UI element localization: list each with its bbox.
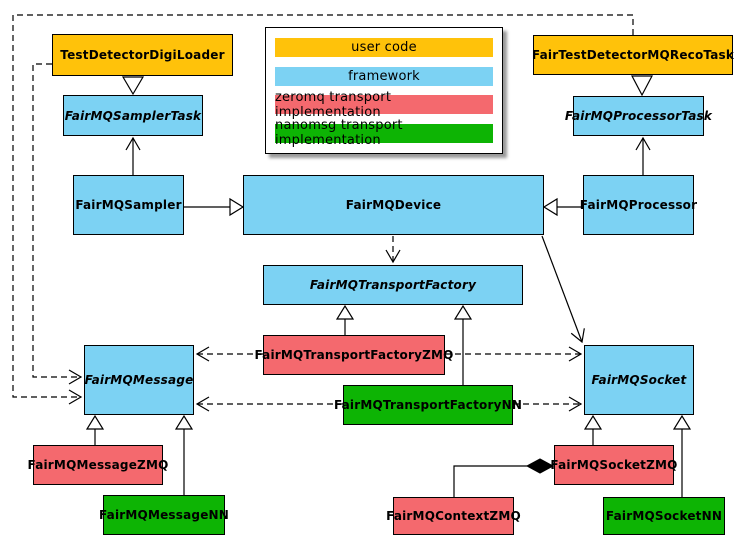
node-label: FairMQTransportFactory [309,278,477,292]
edge-digiloader-samplertask [121,76,145,96]
node-label: FairMQTransportFactoryZMQ [254,348,454,362]
edge-socketnn-socket [672,414,692,497]
node-fairmq-sampler: FairMQSampler [73,175,184,235]
edge-contextzmq-socketzmq-composition [453,458,555,497]
node-label: FairMQSocketZMQ [550,458,678,472]
node-label: FairMQProcessor [579,198,698,212]
node-label: FairMQMessageZMQ [27,458,169,472]
node-label: TestDetectorDigiLoader [60,48,225,62]
node-fairmq-sampler-task: FairMQSamplerTask [63,95,203,136]
edge-messagezmq-message [85,414,105,445]
node-label: FairMQSamplerTask [64,108,202,123]
node-fairmq-processor: FairMQProcessor [579,175,698,235]
node-fairmq-context-zmq: FairMQContextZMQ [386,497,521,535]
node-fairmq-message-zmq: FairMQMessageZMQ [28,445,168,485]
node-fairmq-device: FairMQDevice [243,175,544,235]
edge-device-socket [541,235,585,344]
legend-item-user-code: user code [275,38,493,57]
legend-item-nanomsg: nanomsg transport implementation [275,118,493,148]
legend-label: nanomsg transport implementation [275,118,403,149]
legend-item-zeromq: zeromq transport implementation [275,90,493,120]
legend: user code framework zeromq transport imp… [265,27,503,154]
edge-processor-device [542,197,583,217]
node-fairmq-message: FairMQMessage [84,345,194,415]
node-fair-test-detector-mq-reco-task: FairTestDetectorMQRecoTask [531,35,735,75]
node-label: FairMQMessage [84,373,194,387]
node-label: FairMQProcessorTask [564,109,713,123]
legend-label: framework [348,68,420,84]
node-fairmq-message-nn: FairMQMessageNN [99,495,229,535]
edge-sampler-device [184,197,245,217]
node-fairmq-transport-factory: FairMQTransportFactory [263,265,523,305]
edge-messagenn-message [174,414,194,495]
legend-label: user code [351,40,417,55]
node-label: FairMQSampler [75,198,182,212]
legend-item-framework: framework [275,66,493,86]
node-fairmq-transport-factory-nn: FairMQTransportFactoryNN [334,385,522,425]
node-label: FairMQTransportFactoryNN [333,398,523,412]
edge-socketzmq-socket [583,414,603,445]
node-label: FairMQSocket [591,373,687,387]
node-label: FairMQDevice [345,198,442,212]
node-label: FairMQContextZMQ [386,509,521,523]
node-label: FairTestDetectorMQRecoTask [531,48,735,62]
node-fairmq-processor-task: FairMQProcessorTask [565,96,712,136]
edge-factorynn-factory [453,304,473,385]
node-label: FairMQMessageNN [98,508,230,522]
node-test-detector-digi-loader: TestDetectorDigiLoader [52,34,233,76]
node-fairmq-socket: FairMQSocket [584,345,694,415]
node-fairmq-socket-nn: FairMQSocketNN [603,497,725,535]
node-label: FairMQSocketNN [605,509,723,523]
edge-recotask-message-dashed [12,14,634,405]
edge-recotask-processortask [631,75,653,97]
edge-digiloader-message-dashed [32,63,83,385]
legend-label: zeromq transport implementation [275,89,392,120]
node-fairmq-socket-zmq: FairMQSocketZMQ [550,445,677,485]
edge-factoryzmq-factory [335,304,355,335]
node-fairmq-transport-factory-zmq: FairMQTransportFactoryZMQ [254,335,453,375]
